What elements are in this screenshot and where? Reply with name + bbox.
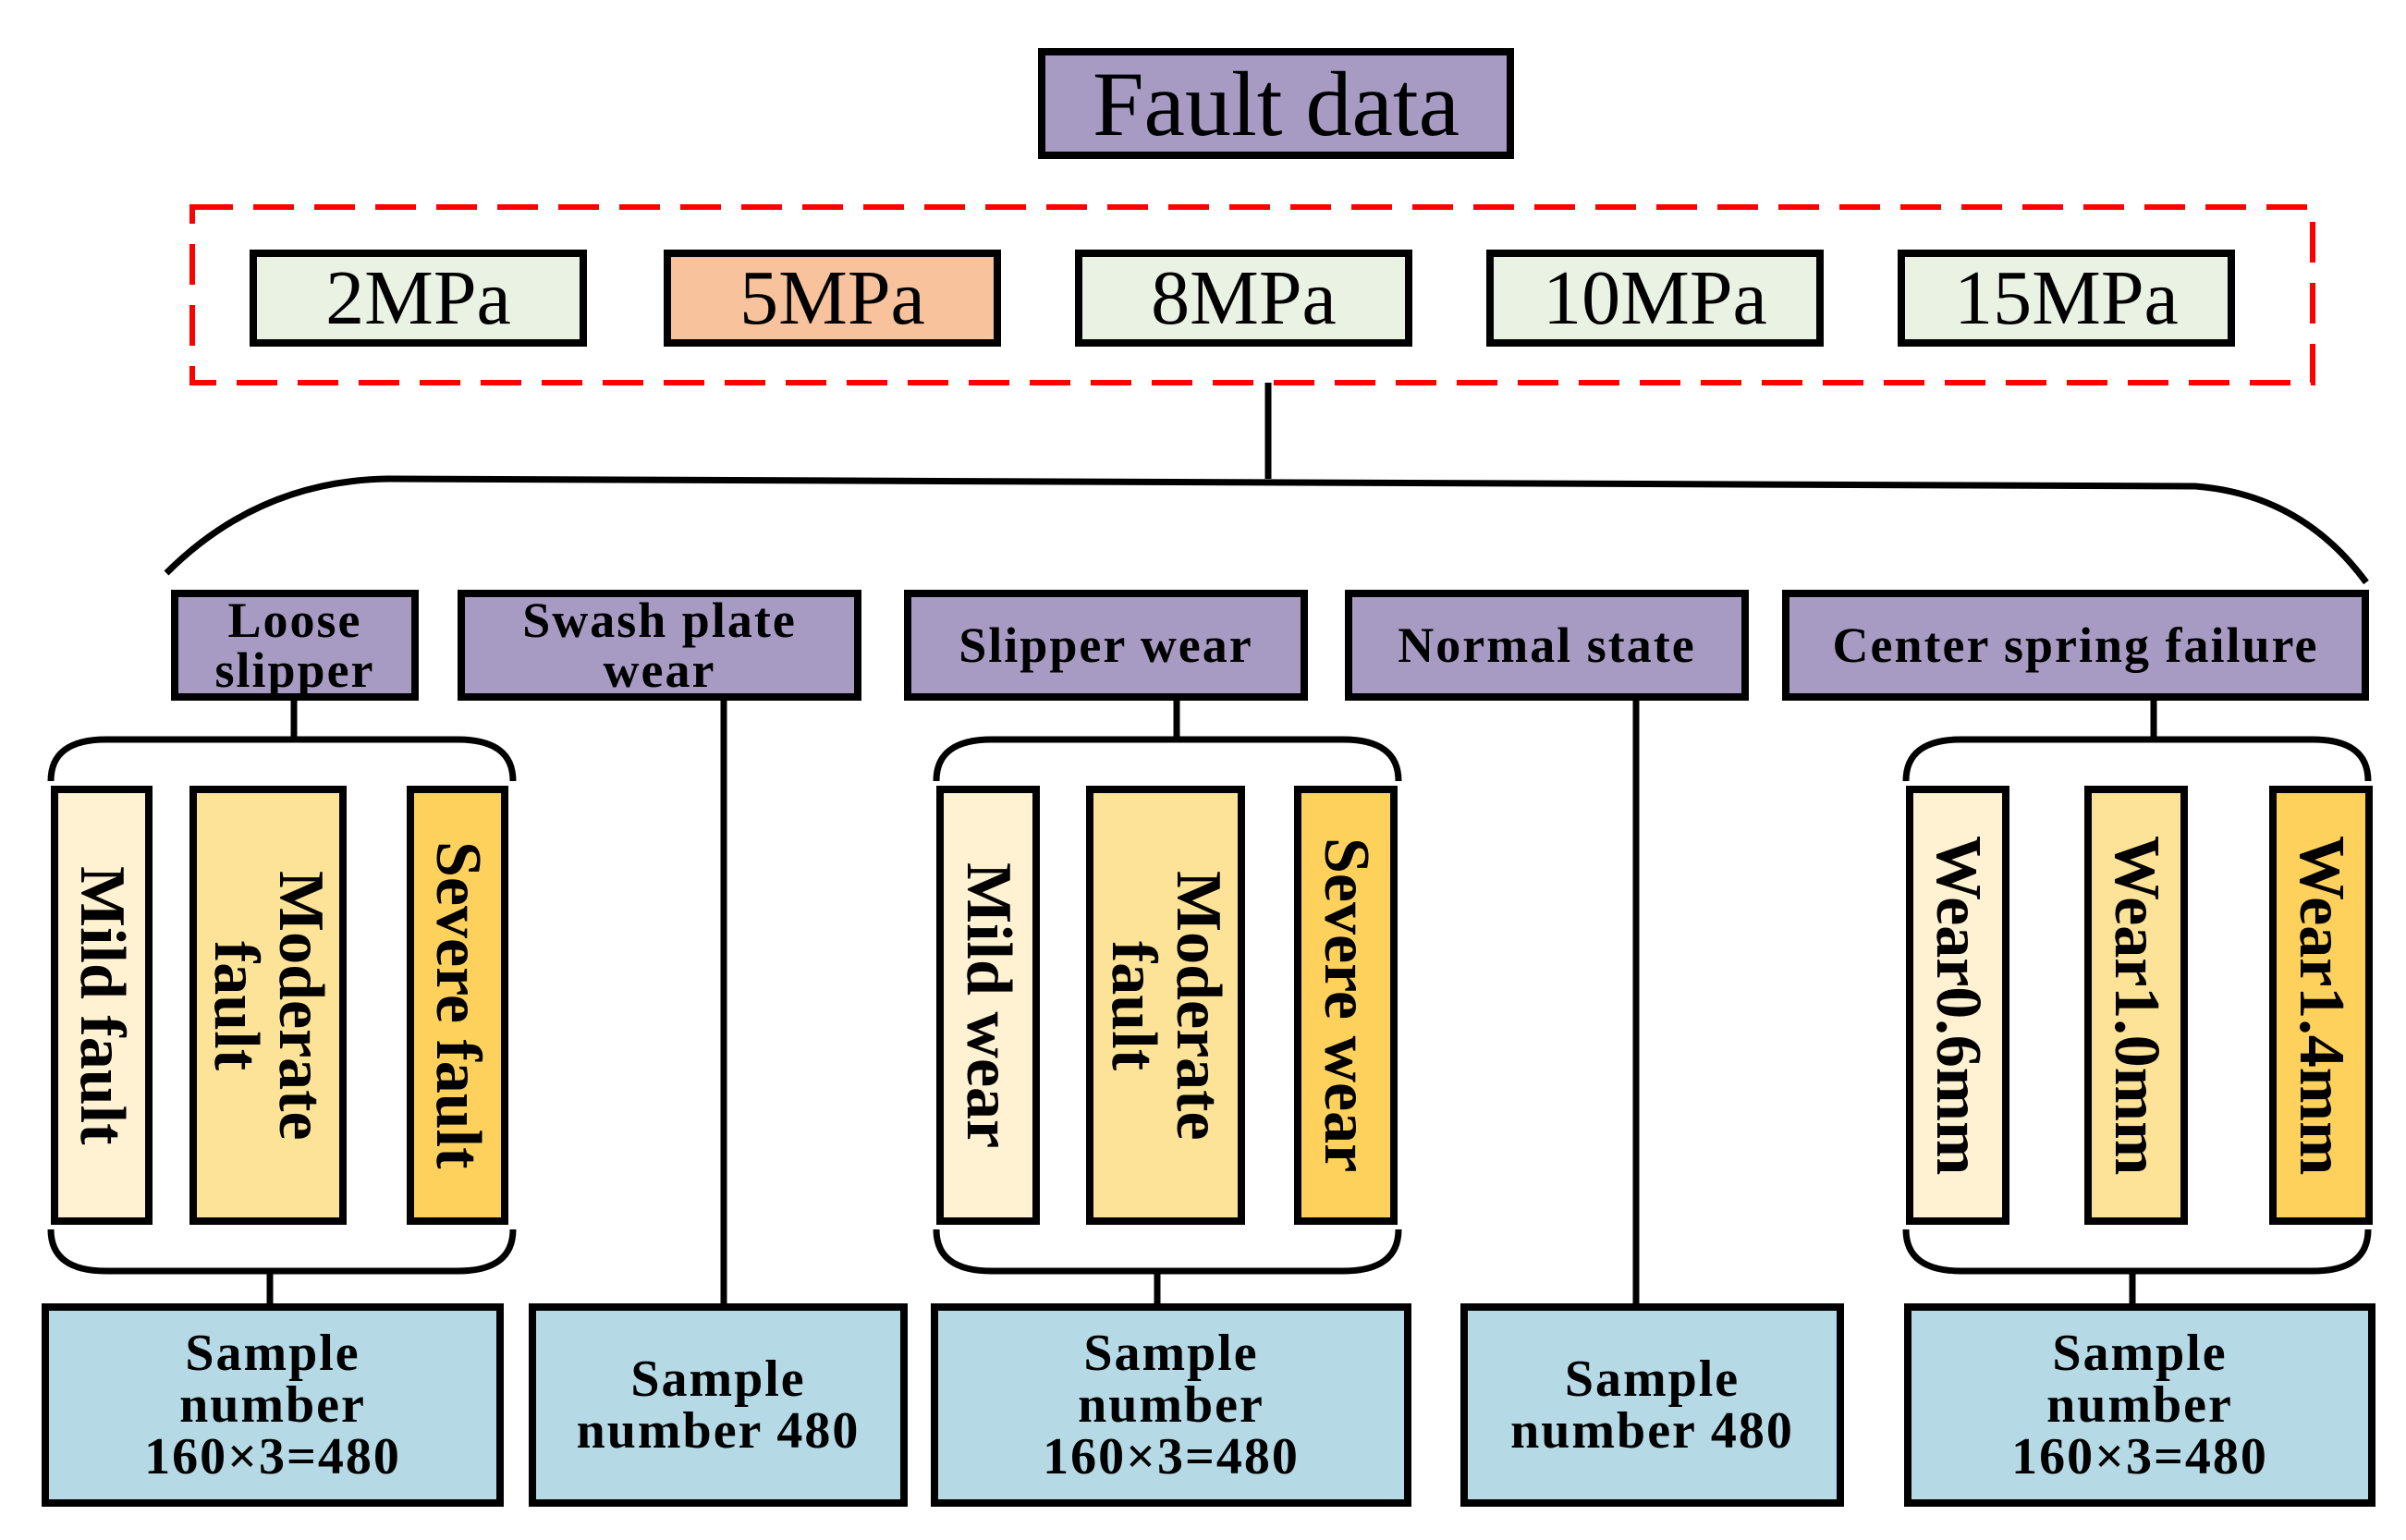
fault-center-spring-failure: Center spring failure	[1782, 590, 2369, 701]
pressure-2mpa-text: 2MPa	[325, 255, 511, 341]
level-center-spring-failure-wear1-0mm: Wear1.0mm	[2084, 786, 2188, 1225]
pressure-10mpa: 10MPa	[1486, 250, 1824, 347]
level-center-spring-failure-wear1-4mm-text: Wear1.4mm	[2286, 835, 2357, 1176]
fault-loose-slipper-text: Loose slipper	[214, 593, 375, 698]
sample-count-swash-plate-wear: Sample number 480	[529, 1303, 908, 1507]
fault-normal-state-text: Normal state	[1398, 617, 1696, 673]
pressure-2mpa: 2MPa	[250, 250, 587, 347]
level-center-spring-failure-wear1-4mm: Wear1.4mm	[2269, 786, 2373, 1225]
pressure-8mpa: 8MPa	[1075, 250, 1412, 347]
fault-data-title-text: Fault data	[1092, 52, 1460, 155]
fault-branch-arc	[164, 475, 2369, 585]
level-loose-slipper-moderate-fault-text: Moderate fault	[201, 870, 336, 1141]
fault-data-title: Fault data	[1038, 48, 1514, 159]
level-loose-slipper-severe-fault-text: Severe fault	[422, 841, 494, 1169]
sample-count-center-spring-failure: Sample number 160×3=480	[1904, 1303, 2375, 1507]
level-center-spring-failure-wear0-6mm: Wear0.6mm	[1906, 786, 2009, 1225]
pressure-15mpa: 15MPa	[1898, 250, 2235, 347]
level-loose-slipper-severe-fault: Severe fault	[407, 786, 508, 1225]
sample-count-normal-state-text: Sample number 480	[1510, 1351, 1794, 1460]
pressure-5mpa: 5MPa	[664, 250, 1001, 347]
sample-count-center-spring-failure-text: Sample number 160×3=480	[2011, 1325, 2268, 1485]
fault-slipper-wear: Slipper wear	[904, 590, 1308, 701]
level-loose-slipper-mild-fault: Mild fault	[51, 786, 153, 1225]
pressure-8mpa-text: 8MPa	[1151, 255, 1337, 341]
fault-loose-slipper: Loose slipper	[171, 590, 419, 701]
sample-count-loose-slipper: Sample number 160×3=480	[42, 1303, 504, 1507]
fault-swash-plate-wear-text: Swash plate wear	[522, 593, 797, 698]
pressure-10mpa-text: 10MPa	[1543, 255, 1767, 341]
level-center-spring-failure-wear0-6mm-text: Wear0.6mm	[1923, 835, 1994, 1176]
fault-center-spring-failure-text: Center spring failure	[1832, 617, 2319, 673]
levels-bracket-slipper-wear	[933, 736, 1402, 1275]
level-slipper-wear-severe-wear-text: Severe wear	[1311, 837, 1382, 1173]
level-slipper-wear-moderate-fault: Moderate fault	[1086, 786, 1245, 1225]
sample-count-slipper-wear: Sample number 160×3=480	[931, 1303, 1411, 1507]
fault-swash-plate-wear: Swash plate wear	[458, 590, 861, 701]
sample-count-slipper-wear-text: Sample number 160×3=480	[1043, 1325, 1300, 1485]
sample-count-normal-state: Sample number 480	[1460, 1303, 1844, 1507]
pressure-5mpa-text: 5MPa	[739, 255, 925, 341]
fault-slipper-wear-text: Slipper wear	[959, 617, 1253, 673]
level-slipper-wear-mild-wear: Mild wear	[936, 786, 1040, 1225]
level-loose-slipper-moderate-fault: Moderate fault	[189, 786, 347, 1225]
fault-normal-state: Normal state	[1345, 590, 1749, 701]
levels-bracket-center-spring-failure	[1902, 736, 2372, 1275]
sample-count-swash-plate-wear-text: Sample number 480	[576, 1351, 861, 1460]
pressure-15mpa-text: 15MPa	[1954, 255, 2179, 341]
level-loose-slipper-mild-fault-text: Mild fault	[67, 865, 138, 1145]
levels-bracket-loose-slipper	[47, 736, 517, 1275]
sample-count-loose-slipper-text: Sample number 160×3=480	[144, 1325, 401, 1485]
level-slipper-wear-mild-wear-text: Mild wear	[953, 862, 1024, 1149]
level-slipper-wear-severe-wear: Severe wear	[1294, 786, 1398, 1225]
level-center-spring-failure-wear1-0mm-text: Wear1.0mm	[2101, 835, 2172, 1176]
level-slipper-wear-moderate-fault-text: Moderate fault	[1098, 870, 1234, 1141]
pressure-group-dashed-frame	[189, 204, 2315, 385]
